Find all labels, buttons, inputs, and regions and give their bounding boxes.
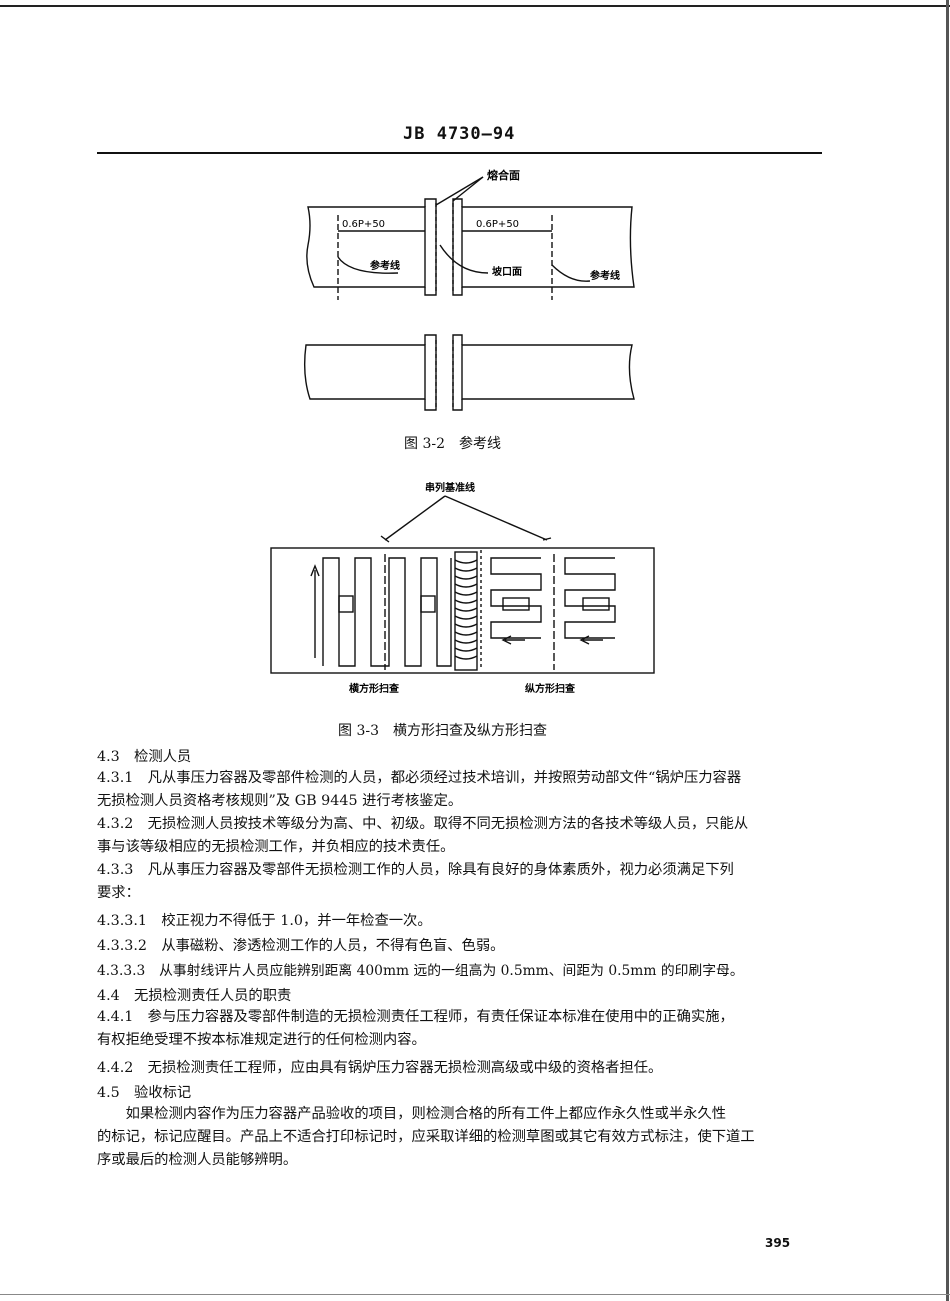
label-datum-line: 串列基准线 [425, 481, 475, 494]
text-line: 4.3.2 无损检测人员按技术等级分为高、中、初级。取得不同无损检测方法的各技术… [97, 816, 749, 832]
section-4-3-3: 4.3.3 凡从事压力容器及零部件无损检测工作的人员，除具有良好的身体素质外，视… [97, 859, 827, 905]
text-line: 如果检测内容作为压力容器产品验收的项目，则检测合格的所有工件上都应作永久性或半永… [125, 1106, 727, 1122]
section-4-5-heading: 4.5 验收标记 [97, 1085, 192, 1101]
section-4-3-3-1: 4.3.3.1 校正视力不得低于 1.0，并一年检查一次。 [97, 913, 432, 929]
standard-number: JB 4730—94 [403, 124, 516, 144]
label-dim-right: 0.6P+50 [476, 219, 519, 230]
label-dim-left: 0.6P+50 [342, 219, 385, 230]
figure-3-2-reference-line: 熔合面 0.6P+50 0.6P+50 参考线 坡口面 参考线 [303, 168, 635, 411]
text-line: 序或最后的检测人员能够辨明。 [97, 1151, 298, 1168]
section-4-5-body: 如果检测内容作为压力容器产品验收的项目，则检测合格的所有工件上都应作永久性或半永… [97, 1103, 827, 1171]
text-line: 事与该等级相应的无损检测工作，并负相应的技术责任。 [97, 838, 455, 855]
section-4-3-3-3: 4.3.3.3 从事射线评片人员应能辨别距离 400mm 远的一组高为 0.5m… [97, 963, 744, 979]
figure-3-2-caption: 图 3-2 参考线 [404, 436, 501, 452]
text-line: 4.4.1 参与压力容器及零部件制造的无损检测责任工程师，有责任保证本标准在使用… [97, 1009, 734, 1025]
text-line: 4.3.3 凡从事压力容器及零部件无损检测工作的人员，除具有良好的身体素质外，视… [97, 862, 734, 878]
section-4-3-1: 4.3.1 凡从事压力容器及零部件检测的人员，都必须经过技术培训，并按照劳动部文… [97, 767, 827, 813]
figure-3-3-caption: 图 3-3 横方形扫查及纵方形扫查 [338, 723, 547, 739]
text-line: 要求： [97, 884, 140, 901]
top-border [0, 5, 950, 7]
text-line: 有权拒绝受理不按本标准规定进行的任何检测内容。 [97, 1031, 426, 1048]
header-rule [97, 152, 822, 154]
section-4-4-1: 4.4.1 参与压力容器及零部件制造的无损检测责任工程师，有责任保证本标准在使用… [97, 1006, 827, 1052]
label-longitudinal-scan: 纵方形扫查 [525, 682, 576, 695]
label-bevel-face: 坡口面 [492, 265, 522, 278]
label-fusion-face: 熔合面 [487, 168, 520, 182]
text-line: 4.3.1 凡从事压力容器及零部件检测的人员，都必须经过技术培训，并按照劳动部文… [97, 770, 742, 786]
label-ref-left: 参考线 [370, 259, 400, 272]
bottom-border [0, 1294, 950, 1295]
section-4-3-2: 4.3.2 无损检测人员按技术等级分为高、中、初级。取得不同无损检测方法的各技术… [97, 813, 827, 859]
section-4-3-3-2: 4.3.3.2 从事磁粉、渗透检测工作的人员，不得有色盲、色弱。 [97, 938, 505, 954]
label-ref-right: 参考线 [590, 269, 620, 282]
text-line: 无损检测人员资格考核规则”及 GB 9445 进行考核鉴定。 [97, 792, 463, 809]
label-transverse-scan: 横方形扫查 [349, 682, 400, 695]
section-4-4-2: 4.4.2 无损检测责任工程师，应由具有锅炉压力容器无损检测高级或中级的资格者担… [97, 1060, 663, 1076]
page-number: 395 [765, 1236, 791, 1250]
section-4-3-heading: 4.3 检测人员 [97, 749, 192, 765]
text-line: 的标记，标记应醒目。产品上不适合打印标记时，应采取详细的检测草图或其它有效方式标… [97, 1128, 755, 1145]
figure-3-3-scan-patterns: 串列基准线 横方形扫查 纵方形扫查 [270, 481, 655, 695]
section-4-4-heading: 4.4 无损检测责任人员的职责 [97, 988, 292, 1004]
right-scan-edge [946, 0, 949, 1301]
